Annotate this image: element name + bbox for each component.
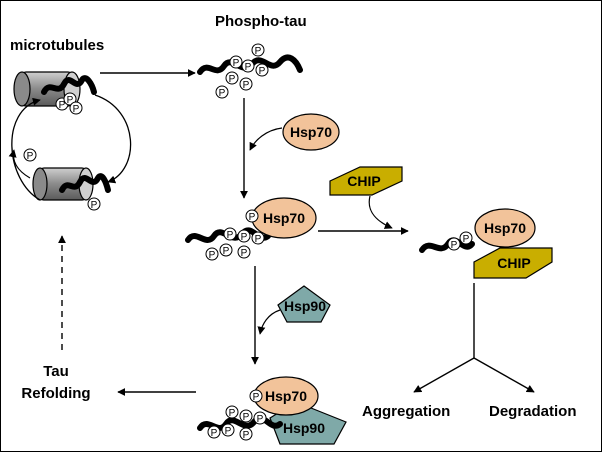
svg-text:P: P [229,408,236,419]
svg-text:P: P [209,250,216,261]
svg-text:P: P [259,66,266,77]
svg-text:P: P [451,240,458,251]
svg-text:Hsp70: Hsp70 [265,388,307,404]
phospho-group-bottom-mt: P [87,197,101,211]
svg-text:P: P [257,414,264,425]
phospho-tau-label: Phospho-tau [215,13,307,30]
phospho-group-hsp90-complex: P P P P P P P [207,389,267,441]
hsp70-free: Hsp70 [282,113,340,151]
svg-text:CHIP: CHIP [347,173,380,189]
arrow-to-degradation [473,357,535,393]
hsp70-bound-chip-complex: Hsp70 [474,208,536,248]
hsp90-free: Hsp90 [277,285,331,323]
svg-text:P: P [245,62,252,73]
svg-text:P: P [243,80,250,91]
svg-text:P: P [233,58,240,69]
svg-text:Hsp70: Hsp70 [263,210,305,226]
phospho-group-hsp70-complex: P P P P P P P [205,209,265,261]
svg-text:P: P [211,428,218,439]
tau-strand [41,75,97,95]
arrow-to-aggregation [413,357,475,393]
svg-text:P: P [255,234,262,245]
hsp70-bound-bottom: Hsp70 [253,376,319,416]
microtubules-label: microtubules [10,37,104,54]
tau-refolding-label-line2: Refolding [21,385,90,402]
phospho-group-chip-complex: P P [447,231,473,251]
svg-text:P: P [59,100,66,111]
phosphate-release-arrow [8,149,31,179]
svg-text:P: P [243,430,250,441]
phospho-group-top-mt: P P P [55,92,83,115]
aggregation-label: Aggregation [362,403,450,420]
chip-free: CHIP [329,166,403,196]
svg-text:CHIP: CHIP [497,255,530,271]
svg-text:Hsp70: Hsp70 [290,124,332,140]
svg-text:P: P [243,412,250,423]
svg-text:P: P [219,88,226,99]
svg-text:P: P [253,392,260,403]
svg-text:P: P [255,46,262,57]
arrow-chip-binding [368,195,393,229]
degradation-label: Degradation [489,403,577,420]
svg-text:P: P [249,212,256,223]
svg-text:Hsp90: Hsp90 [283,420,325,436]
cycle-arrow-left [11,97,41,201]
svg-text:P: P [223,246,230,257]
svg-text:P: P [227,230,234,241]
arrow-hsp70-binding [249,127,283,151]
phospho-group-phosphotau: P P P P P P P [215,43,269,99]
svg-text:P: P [27,151,34,162]
hsp70-bound-middle: Hsp70 [251,197,317,239]
free-phosphate: P [23,148,37,162]
svg-text:P: P [241,232,248,243]
svg-text:P: P [463,234,470,245]
svg-text:P: P [73,104,80,115]
svg-text:P: P [241,248,248,259]
cycle-arrow-right [94,94,132,184]
tau-strand [59,173,111,193]
tau-refolding-label-line1: Tau [43,363,69,380]
svg-text:Hsp70: Hsp70 [484,220,526,236]
microtubule-top [13,71,97,107]
svg-text:P: P [229,74,236,85]
svg-text:P: P [91,200,98,211]
microtubule-bottom [32,167,111,201]
svg-text:Hsp90: Hsp90 [284,298,326,314]
svg-text:P: P [225,426,232,437]
svg-text:P: P [67,95,74,106]
arrow-hsp90-binding [257,309,281,335]
chip-bound: CHIP [473,247,553,279]
